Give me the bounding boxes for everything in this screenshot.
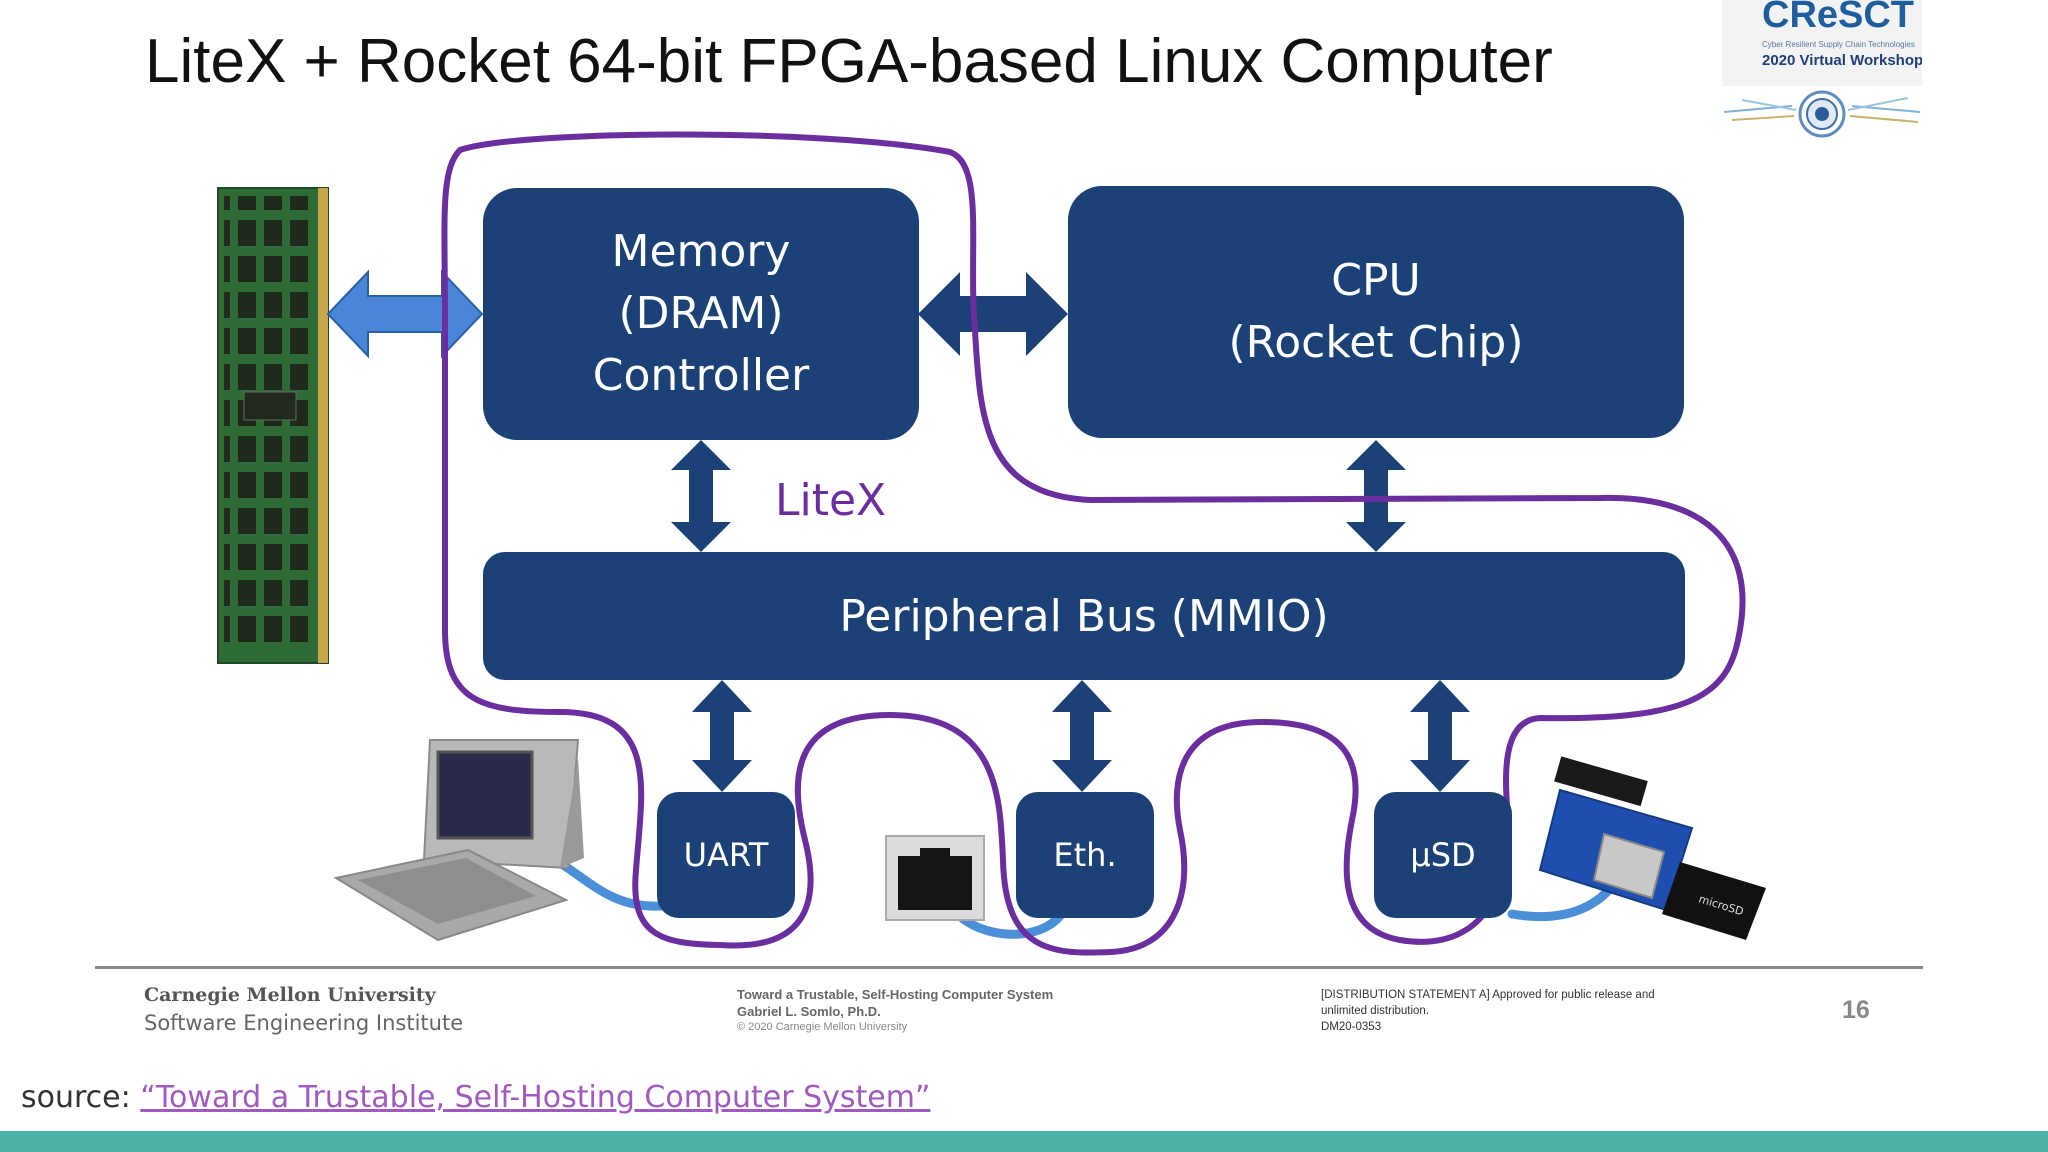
litex-boundary	[441, 131, 1746, 956]
cresct-logo: CReSCT Cyber Resilient Supply Chain Tech…	[1722, 0, 1922, 86]
ethernet-cable	[957, 911, 1065, 939]
logo-word: CReSCT	[1762, 0, 1915, 36]
bus-uart-arrow	[692, 680, 752, 792]
footer-divider	[95, 966, 1923, 969]
memory-controller-block: Memory (DRAM) Controller	[483, 188, 919, 440]
sei-wordmark: Software Engineering Institute	[144, 1011, 464, 1035]
footer-author: Gabriel L. Somlo, Ph.D.	[737, 1004, 881, 1019]
sdcard-module-image: microSD	[1538, 756, 1766, 940]
cmu-wordmark: Carnegie Mellon University	[144, 984, 436, 1006]
source-link[interactable]: “Toward a Trustable, Self-Hosting Comput…	[140, 1080, 931, 1115]
page-number: 16	[1842, 996, 1870, 1024]
ethernet-port-image	[885, 835, 985, 921]
memory-bus-arrow	[671, 440, 731, 552]
footer-copyright: © 2020 Carnegie Mellon University	[737, 1021, 908, 1033]
bottom-accent-bar	[0, 1131, 2048, 1152]
footer-talk-title: Toward a Trustable, Self-Hosting Compute…	[737, 987, 1054, 1002]
cpu-block: CPU (Rocket Chip)	[1068, 186, 1684, 438]
source-line: source: “Toward a Trustable, Self-Hostin…	[21, 1080, 930, 1115]
distribution-statement: [DISTRIBUTION STATEMENT A] Approved for …	[1321, 989, 1655, 1033]
bus-eth-arrow	[1052, 680, 1112, 792]
bus-usd-arrow	[1410, 680, 1470, 792]
dram-link-arrow	[326, 269, 484, 359]
logo-event: 2020 Virtual Workshop	[1762, 52, 1922, 69]
source-prefix: source:	[21, 1080, 141, 1115]
dram-module-image	[217, 187, 329, 664]
eth-block: Eth.	[1016, 792, 1154, 918]
circuit-emblem-icon	[1722, 86, 1922, 138]
litex-label: LiteX	[775, 475, 887, 526]
peripheral-bus-block: Peripheral Bus (MMIO)	[483, 552, 1685, 680]
slide-title: LiteX + Rocket 64-bit FPGA-based Linux C…	[145, 27, 1553, 96]
memory-cpu-arrow	[918, 272, 1068, 356]
uart-block: UART	[657, 792, 795, 918]
terminal-computer-image	[333, 739, 584, 942]
usd-block: µSD	[1374, 792, 1512, 918]
logo-tagline: Cyber Resilient Supply Chain Technologie…	[1762, 40, 1915, 49]
